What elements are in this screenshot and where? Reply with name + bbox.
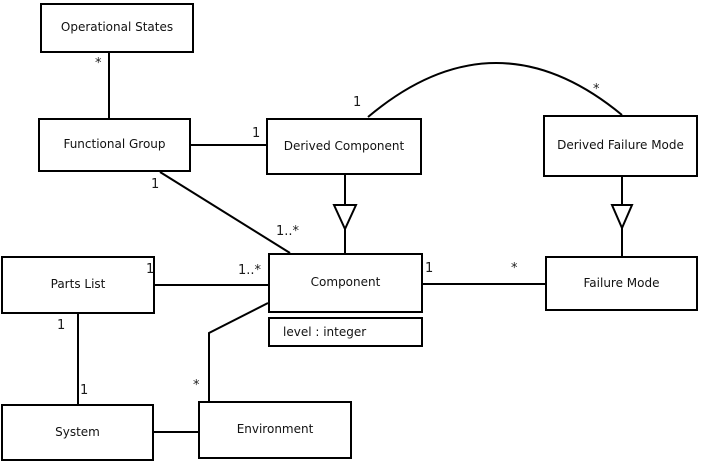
class-derived-failure-mode: Derived Failure Mode (543, 115, 698, 177)
class-label: System (55, 424, 100, 439)
class-label: Derived Failure Mode (557, 138, 684, 153)
multiplicity-fg-comp-many: 1..* (276, 224, 300, 239)
multiplicity-pl-comp-many: 1..* (238, 263, 262, 278)
class-functional-group: Functional Group (38, 118, 191, 172)
class-component-attributes: level : integer (268, 317, 423, 347)
generalization-arrow-derivedcomponent (332, 204, 358, 232)
class-label: Parts List (50, 277, 106, 292)
multiplicity-fg-dc-one: 1 (252, 126, 261, 141)
generalization-arrow-derivedfailuremode (610, 204, 634, 231)
class-label: Environment (236, 422, 314, 437)
class-system: System (1, 404, 154, 461)
multiplicity-dfm-arc-star: * (593, 82, 600, 97)
class-label: Derived Component (283, 138, 405, 153)
class-environment: Environment (198, 401, 352, 459)
class-label: Functional Group (63, 137, 166, 152)
multiplicity-pl-sys-one-bottom: 1 (80, 383, 89, 398)
class-failure-mode: Failure Mode (545, 256, 698, 311)
edge-functionalgroup-component (159, 171, 291, 254)
class-operational-states: Operational States (40, 3, 194, 53)
class-derived-component: Derived Component (266, 118, 422, 175)
class-component: Component (268, 253, 423, 313)
class-parts-list: Parts List (1, 256, 155, 314)
multiplicity-env-comp-star: * (193, 378, 200, 393)
class-label: Component (310, 275, 381, 290)
class-label: Operational States (60, 20, 174, 35)
multiplicity-opstates-star: * (95, 56, 102, 71)
multiplicity-dc-arc-one: 1 (353, 95, 362, 110)
multiplicity-fg-comp-one: 1 (151, 177, 160, 192)
class-label: Failure Mode (583, 275, 660, 290)
multiplicity-pl-comp-one: 1 (146, 262, 155, 277)
edge-derivedcomponent-derivedfailuremode-arc (367, 62, 623, 118)
attribute-label: level : integer (283, 325, 367, 339)
edge-environment-component (208, 302, 269, 401)
multiplicity-comp-fm-one: 1 (425, 261, 434, 276)
multiplicity-pl-sys-one-top: 1 (57, 318, 66, 333)
multiplicity-comp-fm-star: * (511, 261, 518, 276)
